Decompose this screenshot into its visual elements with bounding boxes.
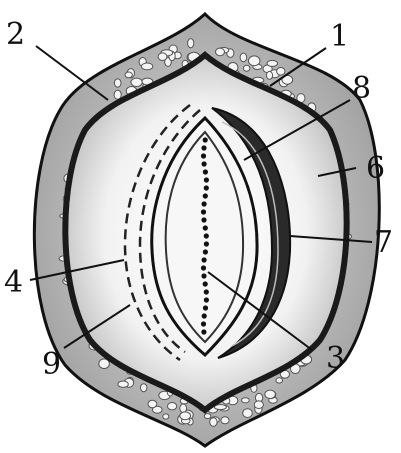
callout-label-8: 8 <box>352 71 371 106</box>
chain-bead <box>203 137 208 142</box>
cell <box>131 78 142 86</box>
chain-bead <box>201 217 206 222</box>
chain-bead <box>203 281 208 286</box>
chain-bead <box>203 169 208 174</box>
chain-bead <box>201 145 206 150</box>
chain-bead <box>201 153 206 158</box>
cell <box>168 403 177 410</box>
cell <box>221 417 229 424</box>
chain-bead <box>202 161 207 166</box>
chain-bead <box>204 297 209 302</box>
chain-bead <box>204 177 209 182</box>
cell <box>210 418 217 427</box>
callout-label-2: 2 <box>6 17 25 52</box>
callout-label-4: 4 <box>4 265 23 300</box>
chain-bead <box>201 209 206 214</box>
cell <box>141 384 147 392</box>
chain-bead <box>204 185 209 190</box>
chain-bead <box>203 225 208 230</box>
cell <box>158 53 167 61</box>
cell <box>216 48 225 56</box>
chain-bead <box>201 273 206 278</box>
chain-bead <box>204 233 209 238</box>
chain-bead <box>203 305 208 310</box>
cell <box>243 409 253 418</box>
cell <box>276 378 283 383</box>
cell <box>180 412 191 420</box>
cell <box>243 65 250 71</box>
cell <box>242 398 250 403</box>
callout-label-3: 3 <box>326 341 345 376</box>
cell <box>204 414 211 419</box>
chain-bead <box>201 321 206 326</box>
chain-bead <box>203 249 208 254</box>
chain-bead <box>202 313 207 318</box>
chain-bead <box>203 193 208 198</box>
cell <box>180 404 187 413</box>
cell <box>240 53 247 62</box>
cell <box>114 79 121 87</box>
callout-label-7: 7 <box>374 225 393 260</box>
cell <box>148 400 157 408</box>
cell <box>188 39 194 48</box>
cell <box>277 68 285 76</box>
chain-bead <box>204 241 209 246</box>
callout-label-9: 9 <box>42 347 61 382</box>
cell <box>118 381 128 387</box>
chain-bead <box>202 257 207 262</box>
cell <box>266 71 272 79</box>
cell <box>254 401 263 409</box>
cell <box>265 390 276 398</box>
chain-bead <box>201 329 206 334</box>
chain-bead <box>204 289 209 294</box>
cell <box>141 63 152 70</box>
cell <box>125 72 132 78</box>
cell <box>163 414 169 419</box>
chain-bead <box>202 201 207 206</box>
cell <box>267 60 278 66</box>
cell <box>248 56 260 66</box>
chain-bead <box>201 265 206 270</box>
callout-label-1: 1 <box>330 19 349 54</box>
callout-label-6: 6 <box>366 151 385 186</box>
